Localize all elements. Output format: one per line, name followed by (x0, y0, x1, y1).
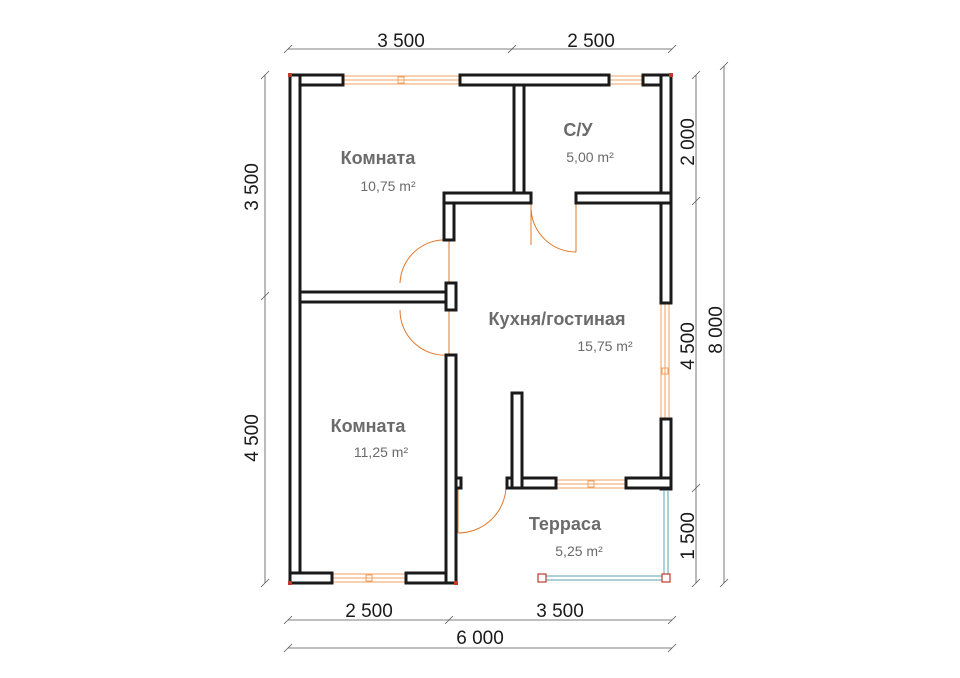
walls (288, 73, 673, 585)
dim-bottom-right: 3 500 (536, 601, 584, 622)
dim-right-2: 4 500 (678, 322, 699, 370)
door-bathroom (530, 202, 577, 253)
railing-post-right (661, 573, 671, 583)
railing-post-left (537, 573, 547, 583)
dimension-lines (260, 44, 729, 653)
room-2-area: 11,25 m² (354, 444, 409, 460)
terrace-railing (537, 490, 671, 583)
kitchen-name: Кухня/гостиная (489, 309, 626, 329)
terrace-name: Терраса (529, 514, 602, 534)
window-bottom-left (332, 573, 406, 583)
dim-top-left: 3 500 (377, 31, 425, 52)
room-2-name: Комната (331, 416, 407, 436)
dim-right-3: 1 500 (678, 512, 699, 560)
window-top-left (343, 75, 460, 85)
window-terrace-wall (556, 479, 626, 489)
dim-top-right: 2 500 (567, 31, 615, 52)
doors (399, 202, 577, 534)
kitchen-area: 15,75 m² (577, 338, 633, 354)
dim-bottom-left: 2 500 (345, 601, 393, 622)
door-room-1 (399, 239, 450, 284)
bathroom-name: С/У (563, 120, 593, 140)
dim-right-total: 8 000 (706, 306, 727, 354)
dim-right-1: 2 000 (678, 118, 699, 166)
window-right-kitchen (660, 303, 670, 419)
corner-markers (288, 73, 673, 585)
room-labels: Комната 10,75 m² С/У 5,00 m² Кухня/гости… (331, 120, 633, 559)
dim-left-upper: 3 500 (242, 163, 263, 211)
terrace-area: 5,25 m² (555, 543, 603, 559)
bathroom-area: 5,00 m² (566, 149, 614, 165)
room-1-area: 10,75 m² (360, 178, 416, 194)
window-top-right (609, 75, 643, 85)
dim-bottom-total: 6 000 (456, 628, 504, 649)
dim-left-lower: 4 500 (242, 414, 263, 462)
room-1-name: Комната (341, 148, 417, 168)
door-entrance (457, 487, 507, 534)
door-room-2 (399, 309, 450, 356)
windows (332, 75, 670, 583)
